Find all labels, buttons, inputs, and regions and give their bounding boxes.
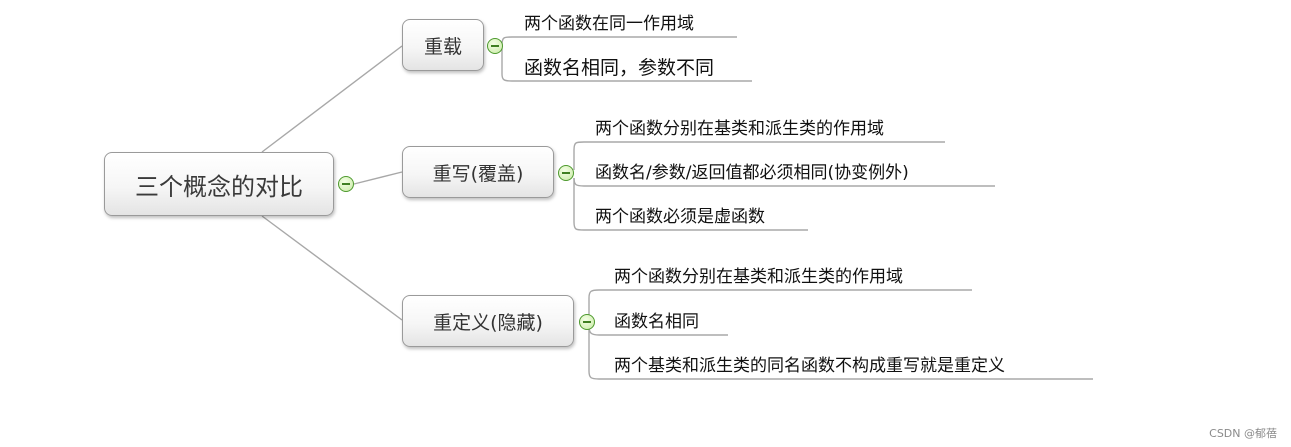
connector-branch-1-leaf-2 bbox=[501, 48, 752, 82]
connector-branch-3-leaf-3 bbox=[588, 326, 1093, 380]
leaf-overload-1: 两个函数在同一作用域 bbox=[524, 14, 694, 34]
leaf-override-2: 函数名/参数/返回值都必须相同(协变例外) bbox=[595, 163, 909, 183]
connector-branch-2-leaf-1 bbox=[573, 141, 945, 170]
leaf-overload-2: 函数名相同，参数不同 bbox=[524, 57, 715, 79]
connector-root-branch-3 bbox=[261, 215, 403, 321]
collapse-branch-override-icon[interactable] bbox=[558, 165, 574, 181]
branch-node-override[interactable]: 重写(覆盖) bbox=[402, 146, 554, 198]
root-node[interactable]: 三个概念的对比 bbox=[104, 152, 334, 216]
connector-root-branch-2 bbox=[353, 171, 403, 185]
collapse-branch-overload-icon[interactable] bbox=[487, 38, 503, 54]
leaf-override-3: 两个函数必须是虚函数 bbox=[595, 207, 765, 227]
connector-branch-2-leaf-3 bbox=[573, 178, 808, 231]
connector-branch-3-leaf-1 bbox=[588, 289, 972, 318]
branch-node-label: 重定义(隐藏) bbox=[433, 311, 543, 334]
watermark: CSDN @郁蓓 bbox=[1209, 427, 1277, 440]
leaf-redefine-1: 两个函数分别在基类和派生类的作用域 bbox=[614, 267, 903, 287]
branch-node-redefine[interactable]: 重定义(隐藏) bbox=[402, 295, 574, 347]
leaf-redefine-3: 两个基类和派生类的同名函数不构成重写就是重定义 bbox=[614, 356, 1005, 376]
root-node-label: 三个概念的对比 bbox=[135, 172, 303, 201]
connector-branch-1-leaf-1 bbox=[501, 36, 737, 46]
collapse-root-icon[interactable] bbox=[338, 176, 354, 192]
leaf-override-1: 两个函数分别在基类和派生类的作用域 bbox=[595, 119, 884, 139]
branch-node-label: 重载 bbox=[423, 35, 462, 58]
branch-node-overload[interactable]: 重载 bbox=[402, 19, 484, 71]
leaf-redefine-2: 函数名相同 bbox=[614, 312, 699, 332]
connector-root-branch-1 bbox=[261, 45, 403, 153]
branch-node-label: 重写(覆盖) bbox=[432, 162, 524, 185]
collapse-branch-redefine-icon[interactable] bbox=[579, 314, 595, 330]
